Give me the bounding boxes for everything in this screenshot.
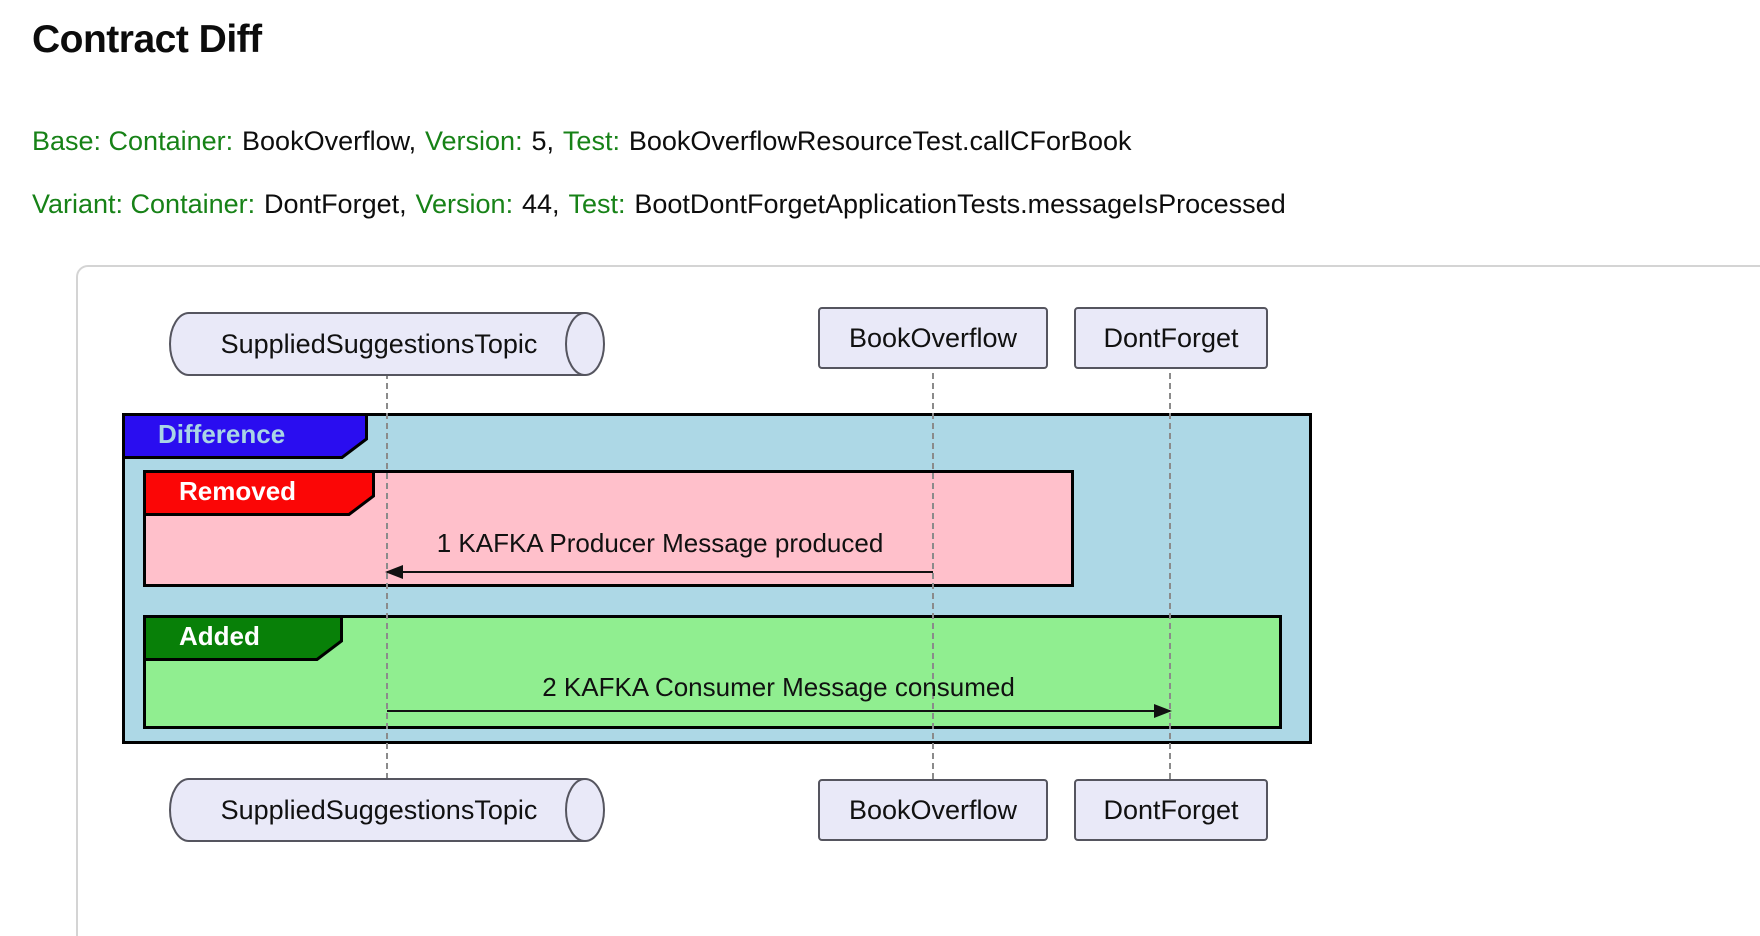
variant-container-value: DontForget, [264,189,407,219]
variant-version-label: Version: [415,189,514,219]
base-test-label: Test: [562,126,620,156]
base-version-value: 5, [531,126,555,156]
message-2-arrow [387,704,1172,718]
variant-contract-line: Variant: Container: DontForget, Version:44… [32,189,1295,220]
pentagon-label-shape [143,615,343,661]
difference-frame-label-text: Difference [158,419,286,449]
base-version-label: Version: [425,126,523,156]
base-test-value: BookOverflowResourceTest.callCForBook [628,126,1132,156]
page-title: Contract Diff [32,18,262,61]
participant-dontforget-bottom: DontForget [1074,779,1268,841]
message-2-text: 2 KAFKA Consumer Message consumed [542,672,1015,702]
arrowhead-left-icon [385,565,403,579]
lifeline-base-container [932,373,934,779]
added-frame-label: Added [143,615,343,661]
participant-topic-bottom: SuppliedSuggestionsTopic [168,777,606,843]
lifeline-variant-container [1169,373,1171,779]
arrowhead-right-icon [1154,704,1172,718]
added-frame-label-text: Added [179,621,260,651]
base-contract-line: Base: Container: BookOverflow, Version: 5,T… [32,126,1140,157]
removed-frame-label: Removed [143,470,375,516]
participant-topic-label: SuppliedSuggestionsTopic [220,795,538,825]
participant-topic-top: SuppliedSuggestionsTopic [168,311,606,377]
variant-test-value: BootDontForgetApplicationTests.messageIs… [634,189,1286,219]
variant-test-label: Test: [568,189,626,219]
pentagon-label-shape [143,470,375,516]
sequence-diagram-card: Difference Removed Added 1 KAFKA Produce… [76,265,1760,936]
removed-frame-label-text: Removed [179,476,297,506]
base-container-value: BookOverflow, [242,126,417,156]
variant-container-label: Variant: Container: [32,189,256,219]
pentagon-label-shape [122,413,368,459]
participant-bookoverflow-top: BookOverflow [818,307,1048,369]
participant-topic-label: SuppliedSuggestionsTopic [220,329,538,359]
queue-cylinder-icon [169,778,605,842]
queue-cylinder-icon [169,312,605,376]
variant-version-value: 44, [521,189,560,219]
base-container-label: Base: Container: [32,126,234,156]
message-1-arrow [385,565,933,579]
difference-frame-label: Difference [122,413,368,459]
participant-bookoverflow-bottom: BookOverflow [818,779,1048,841]
participant-dontforget-top: DontForget [1074,307,1268,369]
message-1-text: 1 KAFKA Producer Message produced [436,528,884,558]
